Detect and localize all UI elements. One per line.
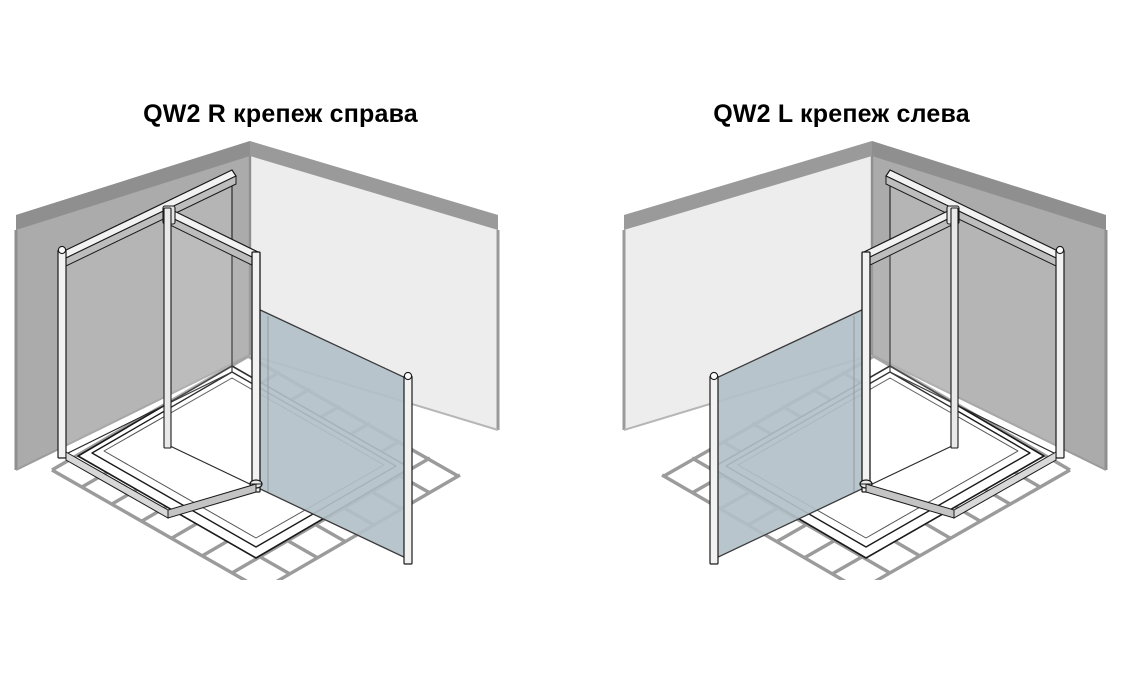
diagram-qw2-l bbox=[622, 141, 1108, 580]
iso-scene-qw2-l bbox=[622, 141, 1108, 580]
corner-post bbox=[709, 207, 1065, 565]
variant-panel-qw2-l: QW2 L крепеж слева bbox=[561, 0, 1122, 697]
variant-title-qw2-l: QW2 L крепеж слева bbox=[713, 100, 970, 128]
diagram-qw2-r bbox=[14, 141, 500, 580]
bottom-threshold bbox=[865, 451, 1057, 519]
variant-title-qw2-r: QW2 R крепеж справа bbox=[143, 100, 418, 128]
iso-scene-qw2-r bbox=[14, 141, 500, 580]
variant-panel-qw2-r: QW2 R крепеж справа bbox=[14, 100, 500, 580]
corner-post bbox=[57, 207, 413, 565]
bottom-threshold bbox=[65, 451, 257, 519]
